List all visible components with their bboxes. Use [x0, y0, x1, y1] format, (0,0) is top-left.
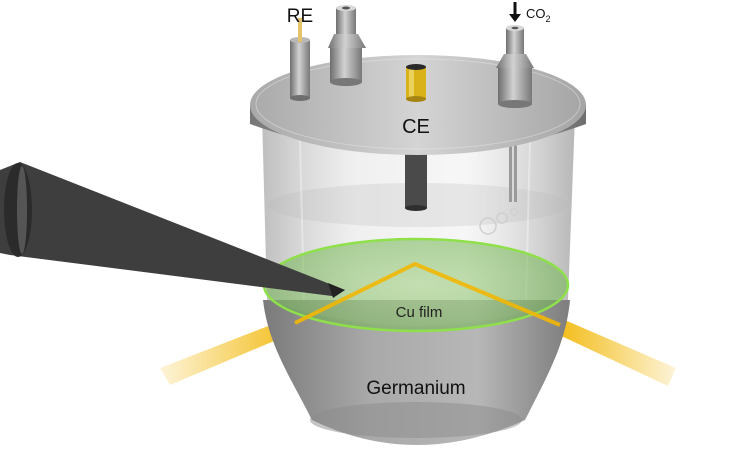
ir-beam-out: [555, 318, 676, 386]
co2-inlet-fitting: [496, 25, 534, 108]
ce-rod: [405, 150, 427, 211]
germanium-prism: Germanium: [263, 300, 570, 445]
cu-film-label: Cu film: [396, 304, 443, 321]
gas-bubbles: [479, 207, 519, 235]
re-capillary: [0, 162, 345, 298]
ir-beam-in: [160, 316, 300, 385]
co2-inlet-tube: [509, 140, 517, 202]
co2-label-subscript: 2: [546, 14, 551, 24]
ce-connector: CE: [402, 64, 430, 138]
germanium-label: Germanium: [366, 378, 465, 399]
co2-label-main: CO: [526, 6, 546, 21]
ir-beam: [160, 316, 676, 386]
co2-label: CO2: [526, 6, 551, 24]
re-port: RE: [287, 6, 313, 101]
co2-arrow: [509, 2, 521, 22]
gas-outlet-fitting: [328, 5, 366, 86]
re-label: RE: [287, 6, 313, 27]
ce-label: CE: [402, 116, 430, 138]
ir-beam-internal: [294, 261, 561, 327]
cu-film: Cu film: [262, 237, 570, 333]
